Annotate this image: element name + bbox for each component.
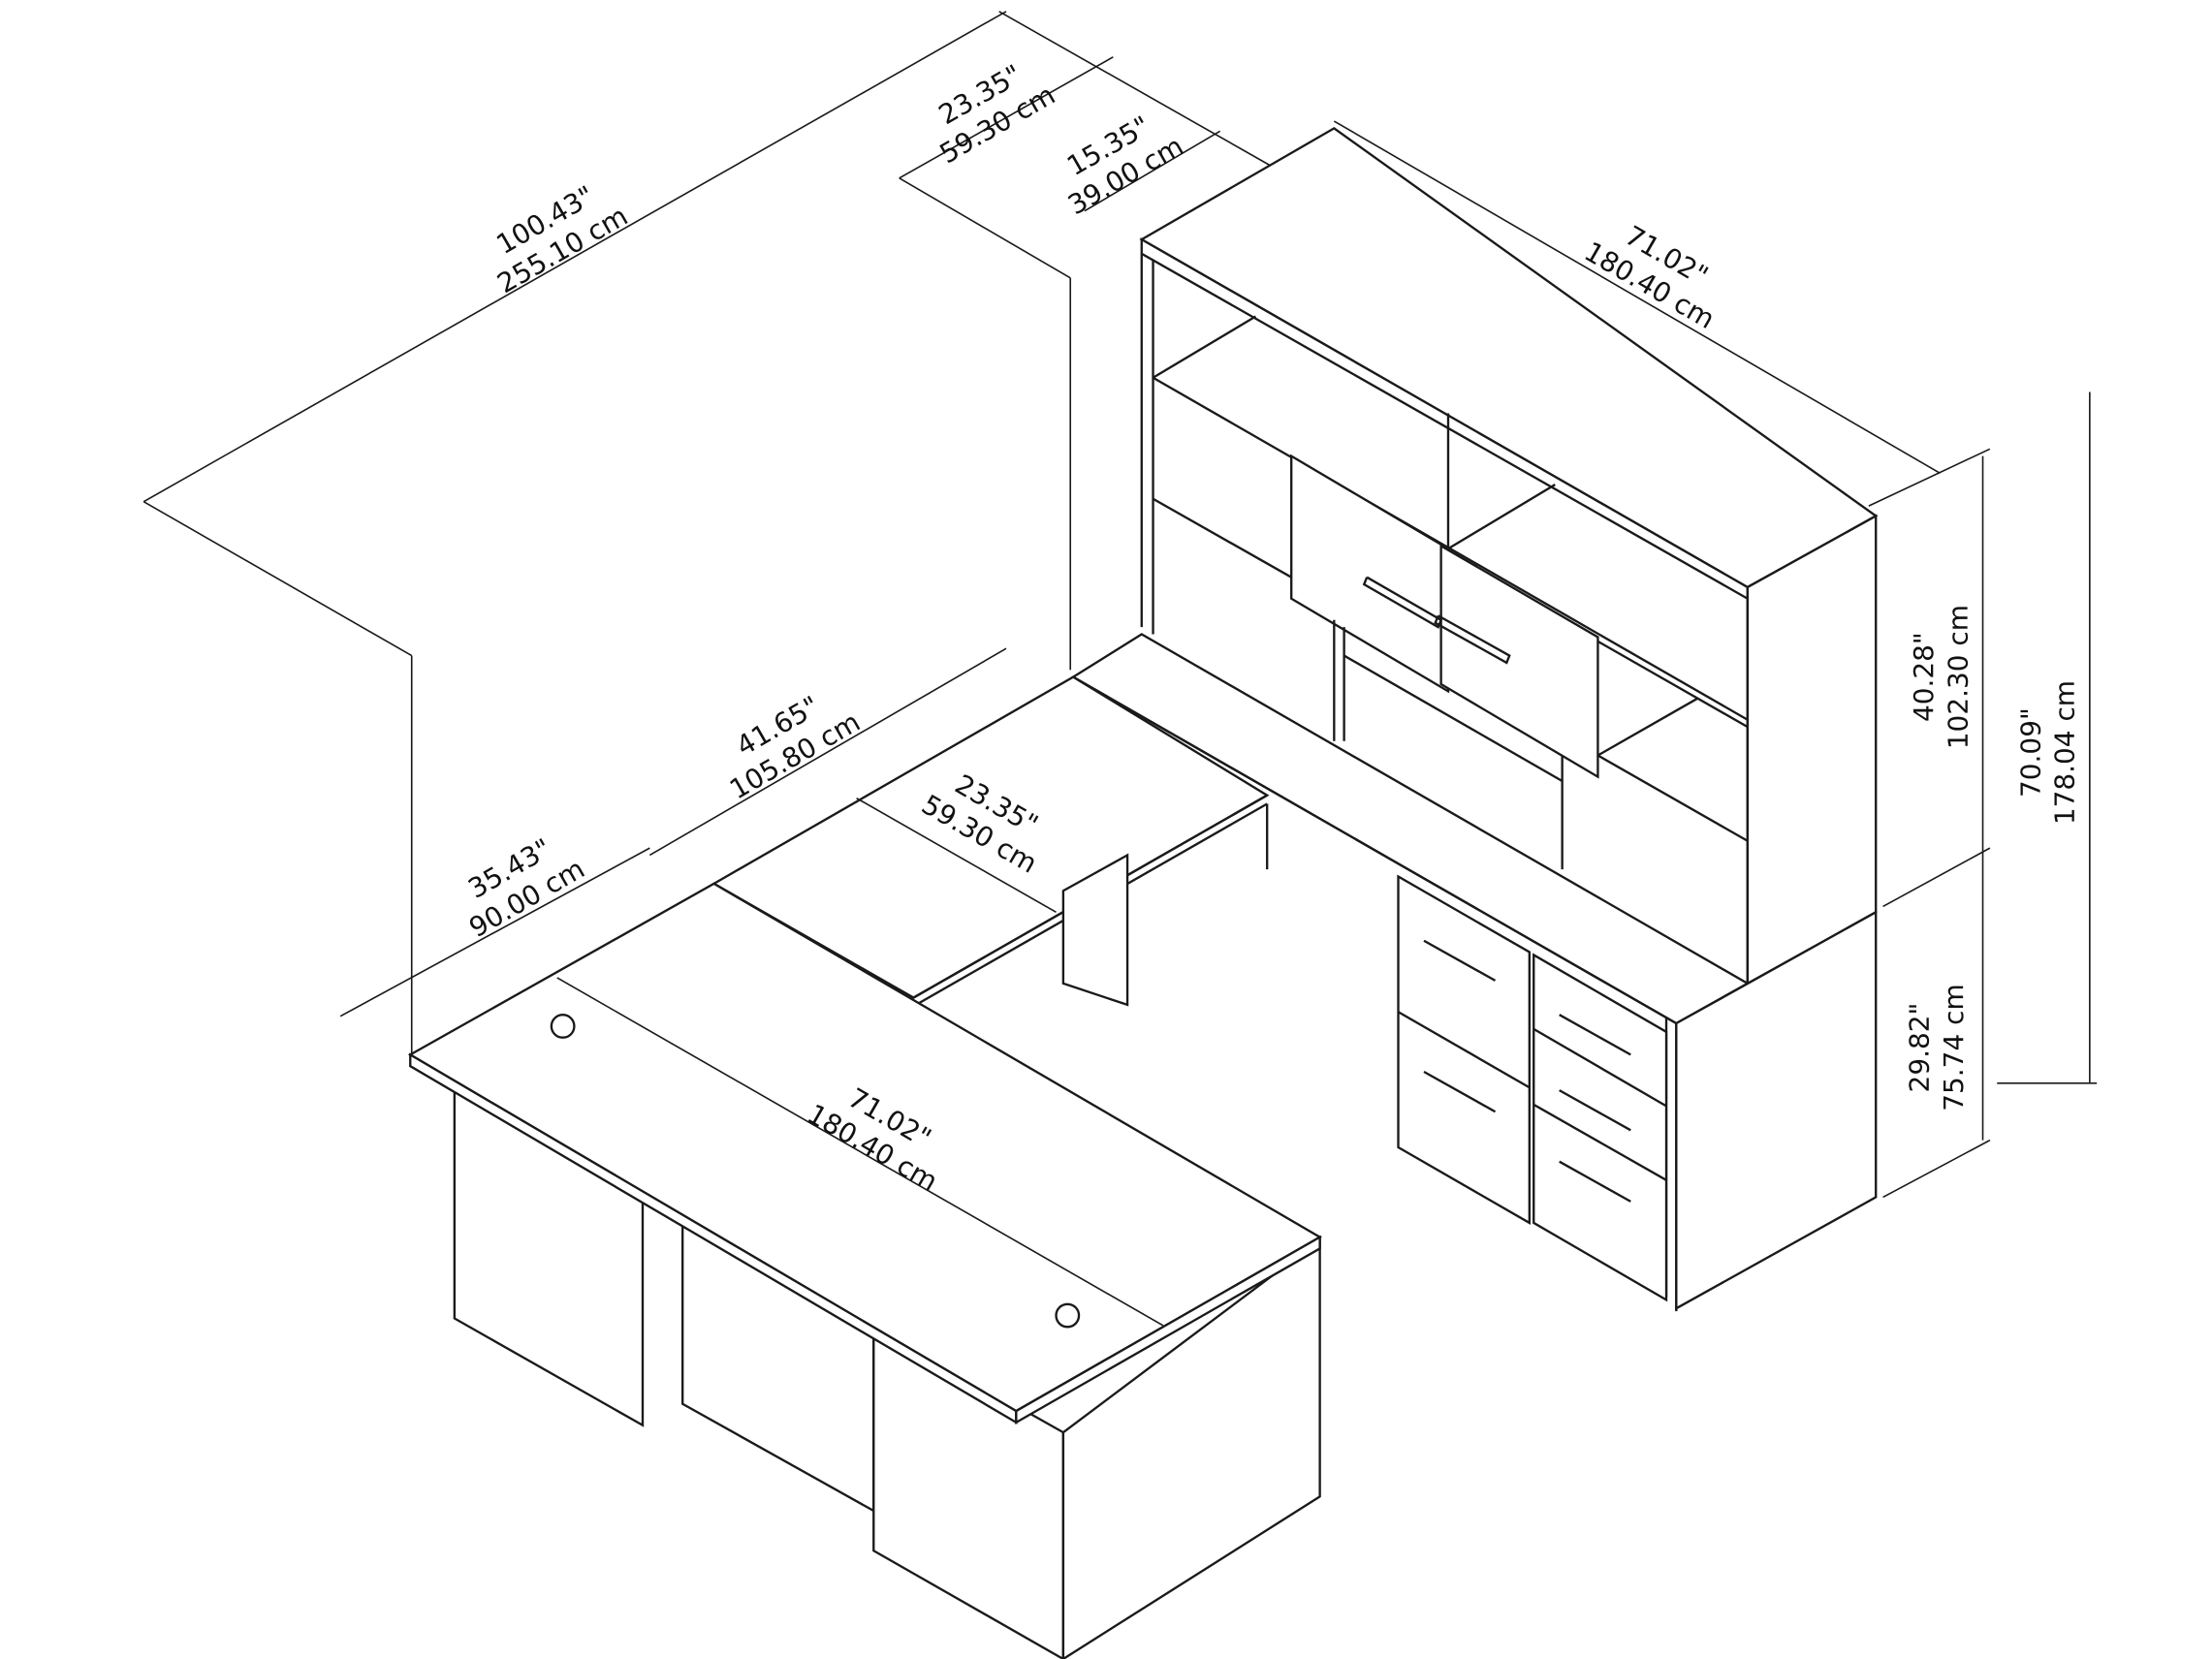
overall-height-cm: 178.04 cm bbox=[2049, 680, 2081, 825]
hutch-height-in: 40.28" bbox=[1908, 632, 1940, 722]
handle-icon bbox=[1559, 1160, 1631, 1203]
handle-icon bbox=[1559, 1014, 1631, 1056]
grommet-icon bbox=[550, 1014, 576, 1039]
desk-height-cm: 75.74 cm bbox=[1938, 984, 1970, 1111]
hutch-height-cm: 102.30 cm bbox=[1942, 605, 1974, 749]
desk-height-in: 29.82" bbox=[1904, 1003, 1936, 1093]
dimension-lines bbox=[142, 11, 2098, 1327]
bridge bbox=[711, 675, 1270, 1008]
handle-icon bbox=[1423, 1071, 1497, 1113]
handle-icon bbox=[1423, 939, 1497, 982]
credenza bbox=[1070, 633, 1878, 1312]
grommet-icon bbox=[1055, 1302, 1081, 1329]
desk bbox=[407, 882, 1322, 1659]
handle-icon bbox=[1559, 1089, 1631, 1132]
overall-height-in: 70.09" bbox=[2014, 707, 2046, 798]
handle-icon bbox=[1434, 614, 1511, 665]
hutch bbox=[1139, 126, 1879, 986]
handle-icon bbox=[1362, 576, 1443, 629]
